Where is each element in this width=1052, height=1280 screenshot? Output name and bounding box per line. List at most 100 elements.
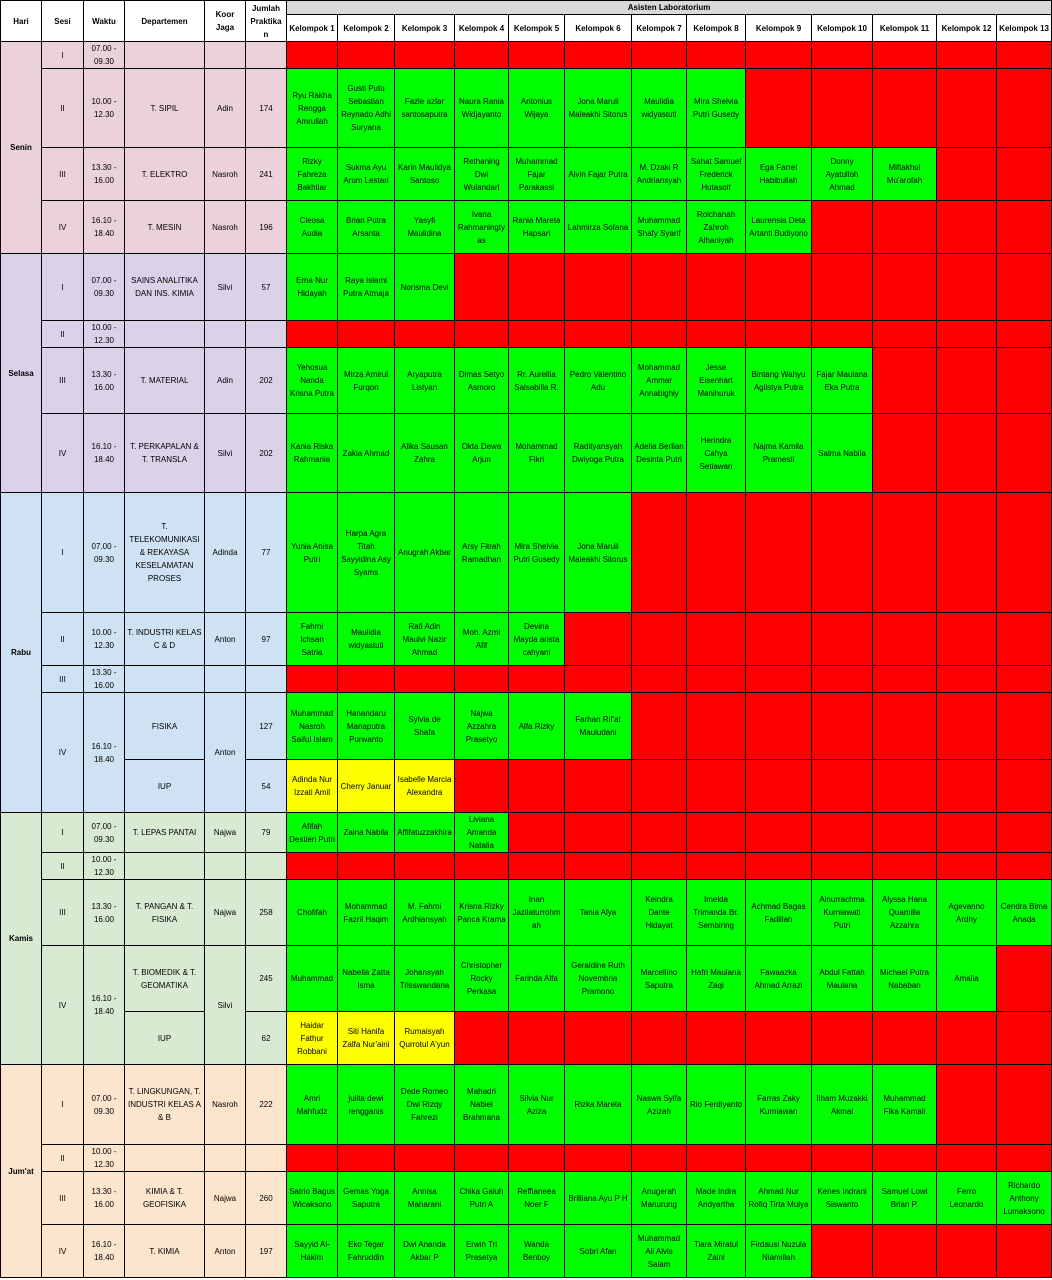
empty-slot bbox=[995, 852, 1052, 880]
assistant-cell: Jesse Eisenhart Manihuruk bbox=[686, 347, 746, 414]
empty-slot bbox=[631, 320, 687, 348]
header-kelompok-13: Kelompok 13 bbox=[995, 14, 1052, 42]
empty-slot bbox=[686, 759, 746, 813]
jumlah-cell: 245 bbox=[245, 945, 287, 1012]
assistant-cell: Afifah Destieri Putri bbox=[286, 812, 338, 853]
jumlah-cell: 97 bbox=[245, 612, 287, 666]
koor-cell: Anton bbox=[204, 612, 246, 666]
empty-slot bbox=[745, 1011, 812, 1065]
empty-slot bbox=[936, 492, 997, 613]
header-waktu: Waktu bbox=[83, 0, 125, 42]
departemen-cell: T. ELEKTRO bbox=[124, 147, 205, 201]
assistant-cell: Jona Maruli Maleakhi Sitorus bbox=[564, 492, 632, 613]
koor-cell: Najwa bbox=[204, 879, 246, 946]
assistant-cell: Johansyah Trisswandana bbox=[394, 945, 455, 1012]
sesi-cell: III bbox=[41, 147, 84, 201]
empty-slot bbox=[872, 320, 937, 348]
assistant-cell: Farhan Rif'at Mauludani bbox=[564, 692, 632, 760]
assistant-cell: Ega Farrel Habibullah bbox=[745, 147, 812, 201]
assistant-cell: Fahmi Ichsan Satria bbox=[286, 612, 338, 666]
assistant-cell: Brian Putra Arsanta bbox=[337, 200, 395, 254]
waktu-cell: 10.00 - 12.30 bbox=[83, 320, 125, 348]
assistant-cell: Liviana Amanda Natalia bbox=[454, 812, 509, 853]
assistant-cell: Mohammad Fikri bbox=[508, 413, 565, 493]
empty-slot bbox=[936, 1011, 997, 1065]
assistant-cell: Imelda Trimanda Br. Sembiring bbox=[686, 879, 746, 946]
empty-slot bbox=[995, 413, 1052, 493]
sesi-cell: IV bbox=[41, 413, 84, 493]
assistant-cell: Devina Mayda arista cahyani bbox=[508, 612, 565, 666]
empty-slot bbox=[686, 612, 746, 666]
assistant-cell: Fajar Maulana Eka Putra bbox=[811, 347, 873, 414]
koor-cell bbox=[204, 41, 246, 69]
assistant-cell: Reffianeea Noer F bbox=[508, 1171, 565, 1225]
assistant-cell: Karin Maulidya Santoso bbox=[394, 147, 455, 201]
assistant-cell: Maulidia widyastuti bbox=[631, 68, 687, 148]
header-departemen: Departemen bbox=[124, 0, 205, 42]
assistant-cell: Rizka Mareta bbox=[564, 1064, 632, 1145]
assistant-cell: Sylvia de Shafa bbox=[394, 692, 455, 760]
assistant-cell: Erwin Tri Prasetya bbox=[454, 1224, 509, 1278]
empty-slot bbox=[811, 1144, 873, 1172]
day-label: Jum'at bbox=[0, 1064, 42, 1278]
assistant-cell: Inan Jazilaturrohm ah bbox=[508, 879, 565, 946]
empty-slot bbox=[811, 1224, 873, 1278]
empty-slot bbox=[811, 852, 873, 880]
empty-slot bbox=[811, 612, 873, 666]
sesi-cell: I bbox=[41, 812, 84, 853]
empty-slot bbox=[745, 665, 812, 693]
assistant-cell: Pedro Valentino Adu bbox=[564, 347, 632, 414]
departemen-cell: T. INDUSTRI KELAS C & D bbox=[124, 612, 205, 666]
assistant-cell: Muhammad bbox=[286, 945, 338, 1012]
empty-slot bbox=[631, 852, 687, 880]
empty-slot bbox=[745, 68, 812, 148]
assistant-cell: Fawaazka Ahmad Arrazi bbox=[745, 945, 812, 1012]
assistant-cell: M. Dzaki R Andriansyah bbox=[631, 147, 687, 201]
departemen-cell: T. PERKAPALAN & T. TRANSLA bbox=[124, 413, 205, 493]
koor-cell: Najwa bbox=[204, 1171, 246, 1225]
jumlah-cell: 197 bbox=[245, 1224, 287, 1278]
assistant-cell: Salma Nabila bbox=[811, 413, 873, 493]
departemen-cell: T. LINGKUNGAN, T. INDUSTRI KELAS A & B bbox=[124, 1064, 205, 1145]
assistant-cell: Dede Romeo Dwi Rizqy Fahrezi bbox=[394, 1064, 455, 1145]
jumlah-cell: 241 bbox=[245, 147, 287, 201]
sesi-cell: II bbox=[41, 852, 84, 880]
assistant-cell: Alika Sausan Zahra bbox=[394, 413, 455, 493]
empty-slot bbox=[631, 759, 687, 813]
assistant-cell: Hafri Maulana Zaqi bbox=[686, 945, 746, 1012]
assistant-cell: Naura Rania Widjayanto bbox=[454, 68, 509, 148]
departemen-cell: IUP bbox=[124, 1011, 205, 1065]
assistant-cell: Maulidia widyastuti bbox=[337, 612, 395, 666]
empty-slot bbox=[286, 665, 338, 693]
empty-slot bbox=[936, 665, 997, 693]
empty-slot bbox=[995, 612, 1052, 666]
empty-slot bbox=[686, 1144, 746, 1172]
waktu-cell: 10.00 - 12.30 bbox=[83, 68, 125, 148]
empty-slot bbox=[936, 759, 997, 813]
assistant-cell: Ferro Leonardo bbox=[936, 1171, 997, 1225]
assistant-cell: Zaina Nabila bbox=[337, 812, 395, 853]
assistant-cell: Roichanah Zahroh Alhaniyah bbox=[686, 200, 746, 254]
empty-slot bbox=[811, 1011, 873, 1065]
departemen-cell bbox=[124, 320, 205, 348]
empty-slot bbox=[631, 1011, 687, 1065]
koor-cell: Nasroh bbox=[204, 200, 246, 254]
empty-slot bbox=[745, 253, 812, 321]
assistant-cell: Agevanno Ardhy bbox=[936, 879, 997, 946]
header-kelompok-11: Kelompok 11 bbox=[872, 14, 937, 42]
assistant-cell: Harpa Agra Titah Sayyidina Asy Syams bbox=[337, 492, 395, 613]
assistant-cell: Geraldine Ruth Novembria Pramono bbox=[564, 945, 632, 1012]
empty-slot bbox=[686, 492, 746, 613]
koor-cell: Anton bbox=[204, 1224, 246, 1278]
empty-slot bbox=[631, 492, 687, 613]
assistant-cell: Fazle azfar santosaputra bbox=[394, 68, 455, 148]
assistant-cell: Rethaning Dwi Wulandari bbox=[454, 147, 509, 201]
empty-slot bbox=[936, 200, 997, 254]
waktu-cell: 10.00 - 12.30 bbox=[83, 612, 125, 666]
